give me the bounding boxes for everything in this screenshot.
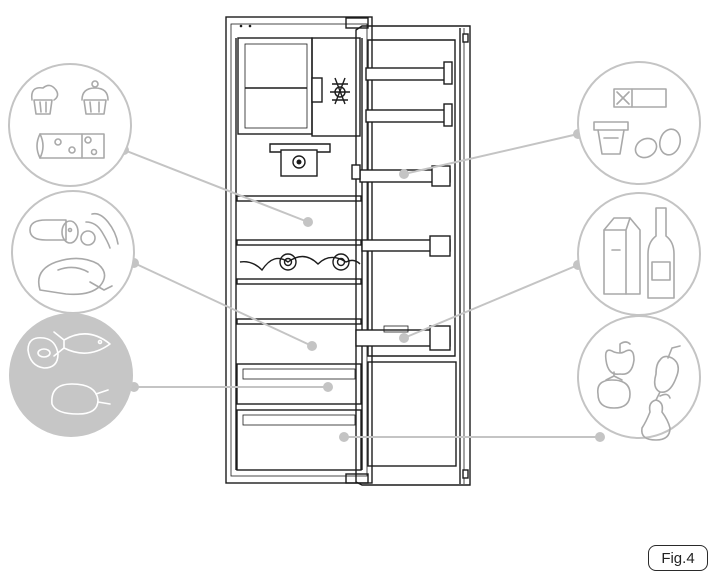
zone-drinks [577, 192, 701, 316]
bottom-hinge [345, 473, 369, 484]
lower-door-panel [367, 361, 457, 467]
crisper-drawer [236, 409, 362, 471]
figure-label: Fig.4 [648, 545, 708, 571]
tomato-icon [596, 371, 631, 409]
yogurt-icon [593, 121, 629, 155]
cupcake-icon [81, 80, 109, 115]
glass-shelf [236, 239, 362, 246]
muffin-icon [30, 84, 59, 115]
zone-leader-lines [119, 129, 605, 442]
door-bin [365, 109, 451, 123]
milk-carton-icon [603, 217, 641, 295]
bottle-end [332, 253, 350, 271]
bottle-end [279, 253, 297, 271]
cabinet [225, 16, 373, 484]
sausage-icon [80, 212, 119, 249]
refrigerator [225, 16, 471, 486]
zone-deli-meats [11, 190, 135, 314]
top-hinge [345, 17, 369, 29]
pear-icon [640, 391, 671, 441]
bottle-icon [647, 207, 675, 299]
poultry-icon [51, 383, 111, 415]
door [351, 25, 471, 486]
indicator-dot [248, 24, 252, 28]
zone-dot [595, 432, 605, 442]
glass-shelf [236, 318, 362, 325]
zone-fruit-vegetables [577, 315, 701, 441]
apple-icon [604, 341, 635, 376]
door-bin [365, 67, 451, 81]
shelves [236, 195, 362, 325]
ham-icon [37, 257, 113, 296]
zone-dot [339, 432, 349, 442]
zone-dot [323, 382, 333, 392]
zone-meat-fish [9, 313, 133, 437]
butter-icon [613, 88, 667, 108]
zone-dot [399, 333, 409, 343]
fish-icon [53, 331, 111, 357]
top-compartment [237, 37, 361, 137]
indicator-dot [239, 24, 243, 28]
drawers [236, 363, 362, 471]
zone-dot [303, 217, 313, 227]
salami-icon [29, 219, 79, 244]
cheese-icon [36, 133, 105, 159]
zone-butter-eggs [577, 61, 701, 185]
zone-dairy-bakery [8, 63, 132, 187]
glass-shelf [236, 278, 362, 285]
pepper-icon [653, 345, 681, 394]
glass-shelf [236, 195, 362, 202]
steak-icon [27, 336, 59, 369]
control-unit [269, 143, 331, 177]
zone-dot [399, 169, 409, 179]
wine-rack [239, 253, 361, 272]
fan-unit [330, 77, 350, 105]
zone-dot [307, 341, 317, 351]
egg-icon [634, 128, 682, 159]
chiller-drawer [236, 363, 362, 405]
